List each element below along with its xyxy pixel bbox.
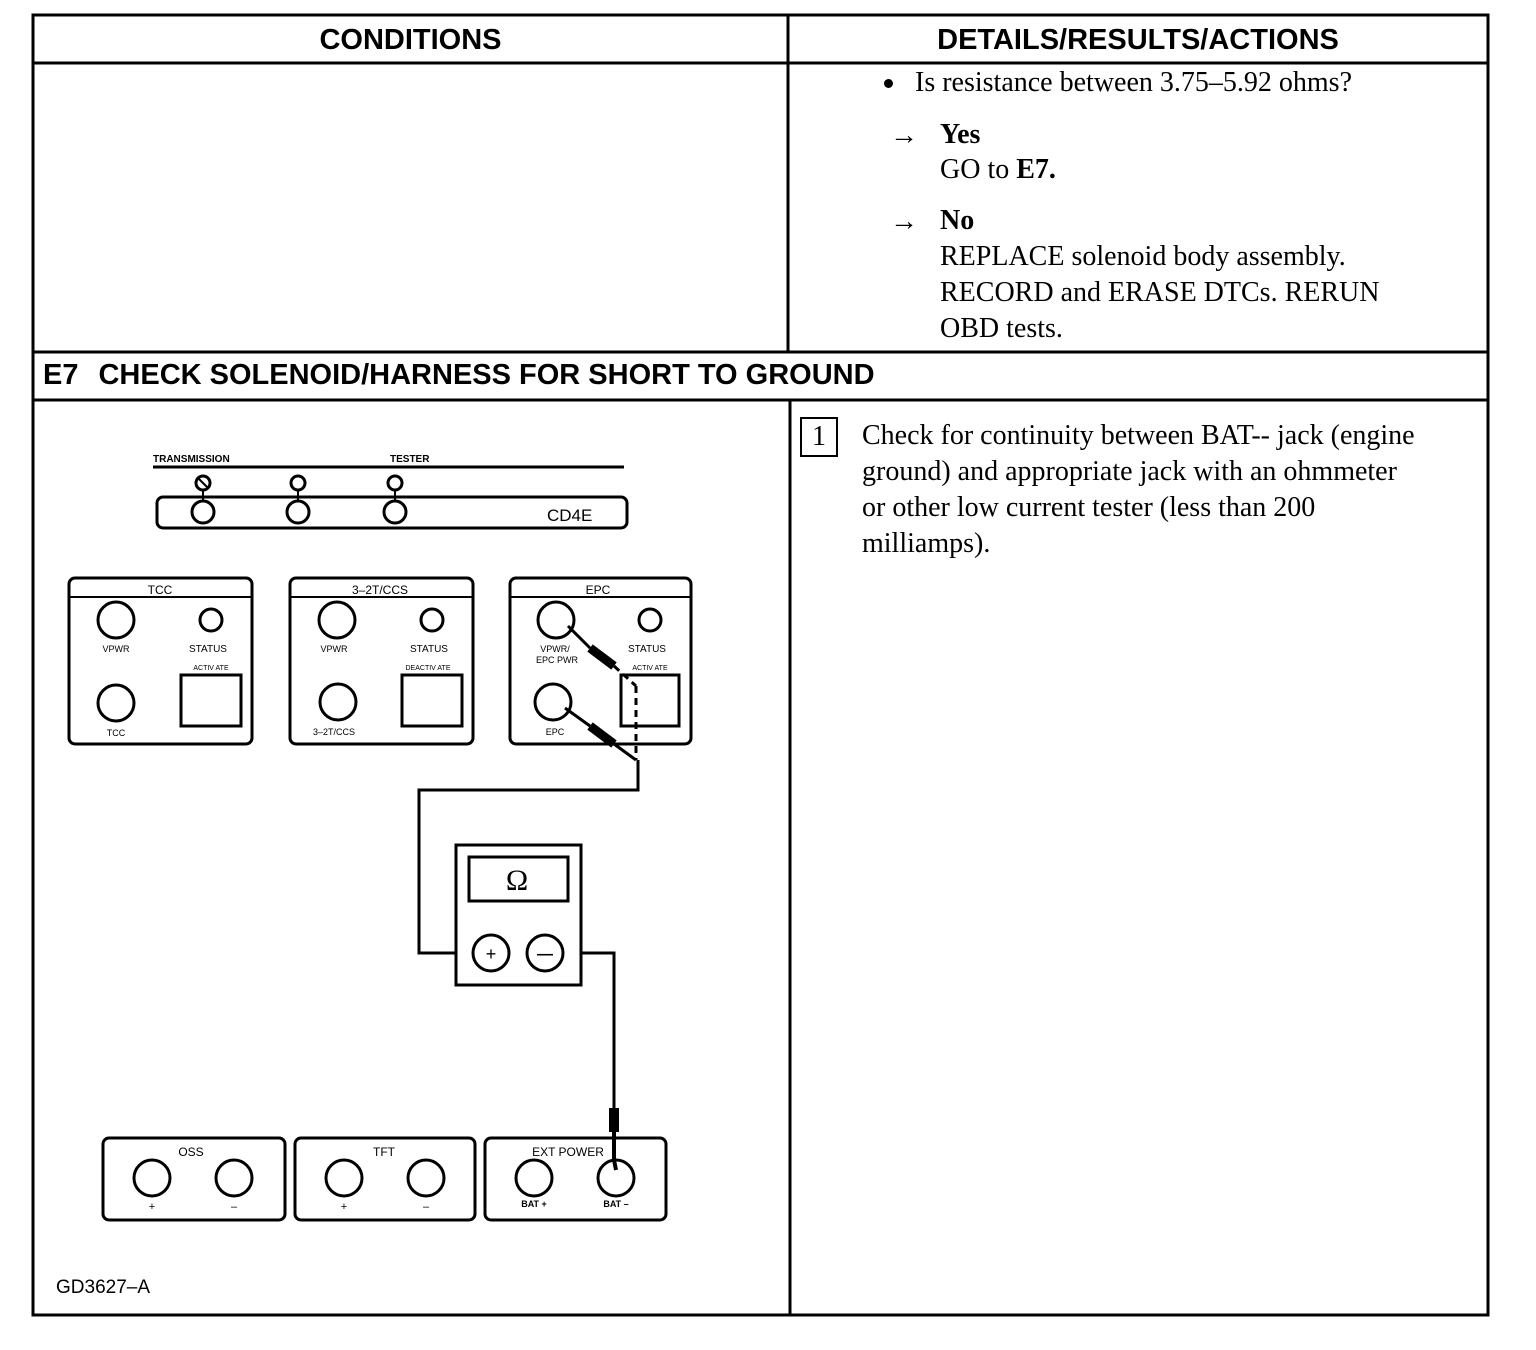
transmission-label: TRANSMISSION xyxy=(153,454,230,465)
switch-label: ACTIV ATE xyxy=(193,665,229,672)
yes-action: GO to E7. xyxy=(940,152,1056,188)
minus-label: – xyxy=(423,1201,430,1213)
jack-icon xyxy=(132,1158,172,1198)
toggle-switch xyxy=(179,673,243,728)
module-title: TFT xyxy=(373,1145,396,1159)
meter-display xyxy=(467,855,570,903)
yes-action-prefix: GO to xyxy=(940,154,1017,185)
ccs-module: 3–2T/CCS VPWR STATUS DEACTIV ATE 3–2T/CC… xyxy=(288,576,475,746)
status-label: STATUS xyxy=(189,644,227,655)
no-action-line: OBD tests. xyxy=(940,313,1063,344)
led-icon xyxy=(198,607,224,633)
jack-icon xyxy=(96,600,136,640)
action-number-box: 1 xyxy=(800,417,838,457)
jack-icon xyxy=(318,682,358,722)
jack-icon xyxy=(536,600,576,640)
epc-module: EPC VPWR/ EPC PWR STATUS ACTIV ATE EPC xyxy=(508,576,693,746)
led-icon xyxy=(386,474,404,492)
module-title: 3–2T/CCS xyxy=(352,583,408,597)
test-leads xyxy=(417,624,640,1160)
tester-bar: TRANSMISSION TESTER CD4E xyxy=(153,454,629,530)
tcc-module: TCC VPWR STATUS ACTIV ATE TCC xyxy=(67,576,254,746)
jack-icon xyxy=(324,1158,364,1198)
oss-module: OSS + – xyxy=(101,1136,287,1222)
ext-power-module: EXT POWER BAT + BAT – xyxy=(483,1136,668,1222)
no-label: No xyxy=(940,205,975,236)
tester-label: TESTER xyxy=(390,454,430,465)
yes-action-link[interactable]: E7. xyxy=(1016,154,1056,185)
toggle-switch xyxy=(619,673,681,728)
figure-id: GD3627–A xyxy=(56,1277,150,1298)
no-action-line: RECORD and ERASE DTCs. RERUN xyxy=(940,277,1380,308)
ohm-symbol-icon: Ω xyxy=(506,864,528,897)
jack-icon xyxy=(406,1158,446,1198)
arrow-right-icon: → xyxy=(890,206,918,237)
jack-icon xyxy=(514,1158,554,1198)
status-label: STATUS xyxy=(410,644,448,655)
jack-icon xyxy=(382,499,408,525)
bat-minus-label: BAT – xyxy=(603,1199,628,1209)
jack-label: VPWR/ xyxy=(540,644,570,654)
toggle-switch xyxy=(400,673,464,728)
probe-tip-icon xyxy=(587,722,617,748)
jack-label: TCC xyxy=(107,728,126,738)
jack-icon xyxy=(285,499,311,525)
header-details-results-actions: DETAILS/RESULTS/ACTIONS xyxy=(937,24,1339,56)
jack-icon xyxy=(96,683,136,723)
no-action-line: REPLACE solenoid body assembly. xyxy=(940,241,1346,272)
jack-icon xyxy=(214,1158,254,1198)
led-icon xyxy=(419,607,445,633)
module-title: EXT POWER xyxy=(532,1145,604,1159)
plus-label: + xyxy=(486,944,497,964)
jack-label: 3–2T/CCS xyxy=(313,727,355,737)
action-line: Check for continuity between BAT-- jack … xyxy=(862,420,1415,451)
jack-icon xyxy=(190,499,216,525)
bat-plus-label: BAT + xyxy=(521,1199,547,1209)
header-conditions: CONDITIONS xyxy=(319,24,502,56)
jack-icon xyxy=(317,600,357,640)
yes-label: Yes xyxy=(940,119,981,150)
jack-label: EPC PWR xyxy=(536,655,579,665)
module-title: TCC xyxy=(148,583,173,597)
jack-label: VPWR xyxy=(321,644,349,654)
bullet-icon xyxy=(884,79,893,88)
arrow-right-icon: → xyxy=(890,120,918,151)
meter-plus-jack xyxy=(471,933,511,973)
model-label: CD4E xyxy=(547,506,592,525)
jack-icon xyxy=(533,682,573,722)
module-title: OSS xyxy=(178,1145,203,1159)
step-title-text: CHECK SOLENOID/HARNESS FOR SHORT TO GROU… xyxy=(98,359,875,391)
step-title: E7 CHECK SOLENOID/HARNESS FOR SHORT TO GR… xyxy=(43,352,875,400)
switch-label: ACTIV ATE xyxy=(632,665,668,672)
plus-label: + xyxy=(341,1201,347,1213)
action-line: or other low current tester (less than 2… xyxy=(862,492,1316,523)
resistance-question: Is resistance between 3.75–5.92 ohms? xyxy=(915,67,1352,98)
jack-label: EPC xyxy=(546,727,565,737)
led-icon xyxy=(637,607,663,633)
meter-minus-jack xyxy=(525,933,565,973)
module-title: EPC xyxy=(586,583,611,597)
minus-label: — xyxy=(537,946,553,963)
plus-label: + xyxy=(149,1201,155,1213)
action-line: ground) and appropriate jack with an ohm… xyxy=(862,456,1397,487)
action-number: 1 xyxy=(812,421,826,452)
step-id: E7 xyxy=(43,359,79,391)
jack-label: VPWR xyxy=(103,644,131,654)
status-label: STATUS xyxy=(628,644,666,655)
led-icon xyxy=(289,474,307,492)
ohmmeter: Ω + — xyxy=(454,843,583,987)
tft-module: TFT + – xyxy=(293,1136,477,1222)
action-line: milliamps). xyxy=(862,528,991,559)
switch-label: DEACTIV ATE xyxy=(406,665,451,672)
minus-label: – xyxy=(231,1201,238,1213)
probe-tip-icon xyxy=(587,644,617,670)
